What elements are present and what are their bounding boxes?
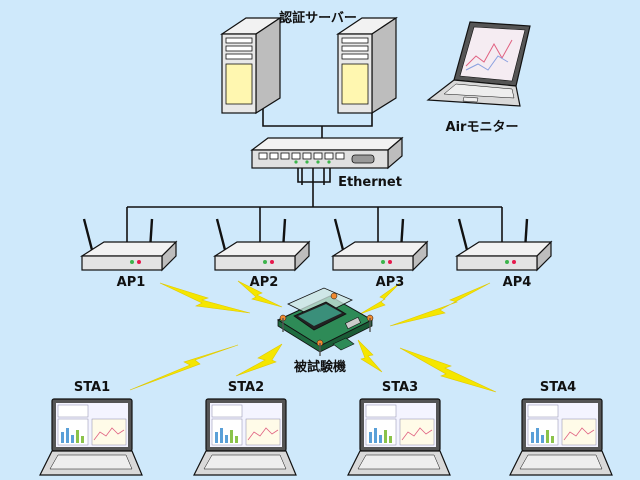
station-laptop-3	[347, 398, 451, 476]
station-laptop-4	[509, 398, 613, 476]
auth-server-2	[336, 16, 398, 115]
sta-label: STA3	[382, 380, 418, 395]
lightning-bolt-icon	[399, 347, 497, 393]
ap-label: AP1	[117, 275, 146, 290]
access-point-2	[212, 218, 311, 272]
dut-board	[276, 287, 374, 356]
auth-server-label: 認証サーバー	[279, 10, 357, 26]
dut-label: 被試験機	[293, 359, 346, 375]
wireless-signals	[129, 280, 497, 393]
lightning-bolt-icon	[389, 282, 491, 327]
lightning-bolt-icon	[237, 280, 283, 308]
station-laptop-2	[193, 398, 297, 476]
ethernet-label: Ethernet	[338, 175, 402, 190]
lightning-bolt-icon	[159, 282, 251, 314]
sta-label: STA4	[540, 380, 576, 395]
air-monitor-label: Airモニター	[446, 120, 519, 135]
access-point-1	[79, 218, 178, 272]
access-point-3	[330, 218, 429, 272]
lightning-bolt-icon	[129, 344, 239, 391]
ap-label: AP2	[250, 275, 279, 290]
ap-label: AP4	[503, 275, 532, 290]
lightning-bolt-icon	[235, 343, 283, 377]
ethernet-switch	[250, 136, 404, 170]
ap-label: AP3	[376, 275, 405, 290]
station-laptop-1	[39, 398, 143, 476]
auth-server-1	[220, 16, 282, 115]
access-point-4	[454, 218, 553, 272]
lightning-bolt-icon	[357, 339, 383, 373]
sta-label: STA1	[74, 380, 110, 395]
sta-label: STA2	[228, 380, 264, 395]
air-monitor-laptop	[426, 21, 531, 107]
